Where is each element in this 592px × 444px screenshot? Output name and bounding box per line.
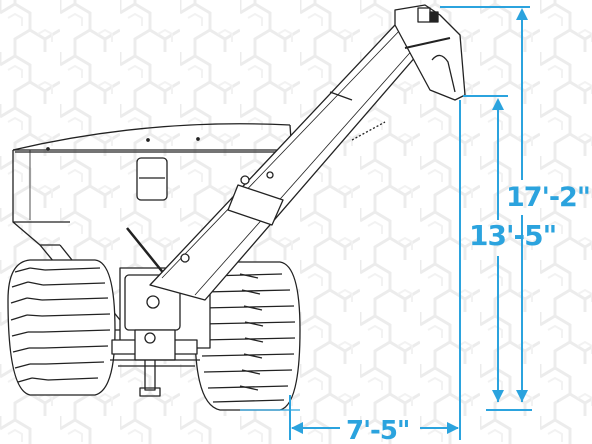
hopper-box xyxy=(12,123,293,331)
reach-label: 7'-5" xyxy=(346,416,410,444)
left-tire xyxy=(7,259,116,396)
auger-spout xyxy=(394,4,466,101)
discharge-height-label: 13'-5" xyxy=(469,219,557,252)
dimension-lines xyxy=(240,6,532,440)
auger-tube xyxy=(149,24,431,301)
overall-height-label: 17'-2" xyxy=(506,182,591,213)
